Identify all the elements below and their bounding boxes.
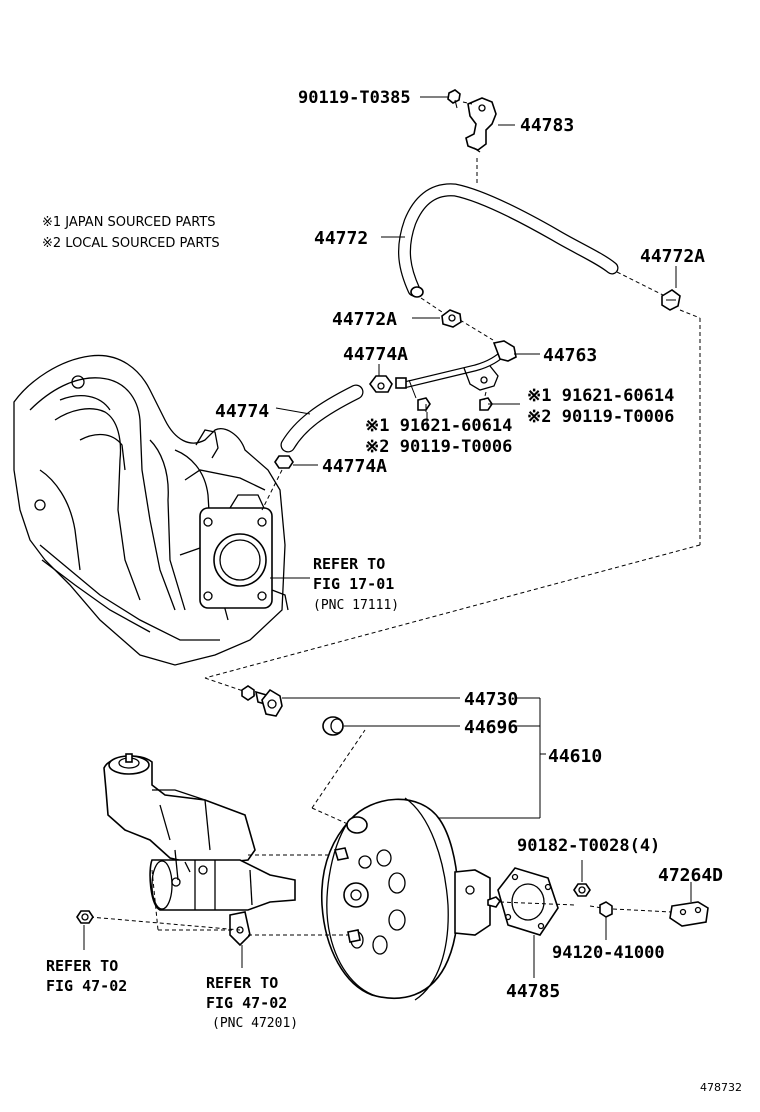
bracket-44783-drawing [465, 97, 497, 153]
label-44774A-top: 44774A [343, 344, 408, 365]
bolt-right-drawing [479, 397, 520, 411]
label-44783: 44783 [520, 115, 574, 136]
intake-manifold-drawing [13, 354, 289, 666]
label-right-bolt-2: ※2 90119-T0006 [527, 407, 674, 427]
note-local-sourced: ※2 LOCAL SOURCED PARTS [42, 236, 220, 251]
clip-44772A-right-drawing [661, 289, 681, 311]
label-90119-T0385: 90119-T0385 [298, 88, 411, 108]
label-left-bolt-1: ※1 91621-60614 [365, 416, 512, 436]
clip-94120-41000-drawing [599, 901, 613, 918]
ref-fig17-line3: (PNC 17111) [313, 598, 399, 613]
bolt-90119-T0385-drawing [447, 89, 461, 109]
hose-44772-drawing [398, 183, 619, 298]
label-47264D: 47264D [658, 865, 723, 886]
label-90182-T0028: 90182-T0028(4) [517, 836, 660, 856]
nut-90182-T0028-drawing [573, 883, 591, 897]
ref-fig4702b-line1: REFER TO [206, 974, 278, 992]
label-44772: 44772 [314, 228, 368, 249]
nut-left-drawing [76, 910, 94, 924]
clamp-44774A-bottom-drawing [274, 455, 294, 469]
check-valve-44730-drawing [241, 685, 283, 717]
brake-booster-44610-drawing [320, 797, 502, 1001]
grommet-44696-drawing [322, 716, 344, 736]
label-94120-41000: 94120-41000 [552, 943, 665, 963]
label-44774: 44774 [215, 401, 269, 422]
note-japan-sourced: ※1 JAPAN SOURCED PARTS [42, 215, 216, 230]
ref-fig4702a-line1: REFER TO [46, 957, 118, 975]
label-44763: 44763 [543, 345, 597, 366]
clip-44772A-left-drawing [441, 309, 462, 328]
label-right-bolt-1: ※1 91621-60614 [527, 386, 674, 406]
hose-44774-drawing [280, 384, 364, 453]
part-47264D-drawing [669, 901, 709, 927]
label-44610: 44610 [548, 746, 602, 767]
label-44730: 44730 [464, 689, 518, 710]
label-left-bolt-2: ※2 90119-T0006 [365, 437, 512, 457]
label-44785: 44785 [506, 981, 560, 1002]
master-cylinder-drawing [103, 753, 296, 947]
pipe-44763-drawing [395, 340, 517, 391]
label-44696: 44696 [464, 717, 518, 738]
ref-fig4702b-line2: FIG 47-02 [206, 994, 287, 1012]
bolt-left-drawing [417, 397, 431, 412]
label-44774A-bottom: 44774A [322, 456, 387, 477]
ref-fig17-line1: REFER TO [313, 555, 385, 573]
illustration-id: 478732 [700, 1081, 742, 1094]
clamp-44774A-top-drawing [369, 375, 393, 393]
ref-fig17-line2: FIG 17-01 [313, 575, 394, 593]
gasket-44785-drawing [497, 867, 559, 936]
ref-fig4702a-line2: FIG 47-02 [46, 977, 127, 995]
ref-fig4702b-line3: (PNC 47201) [212, 1016, 298, 1031]
label-44772A-right: 44772A [640, 246, 705, 267]
label-44772A-left: 44772A [332, 309, 397, 330]
